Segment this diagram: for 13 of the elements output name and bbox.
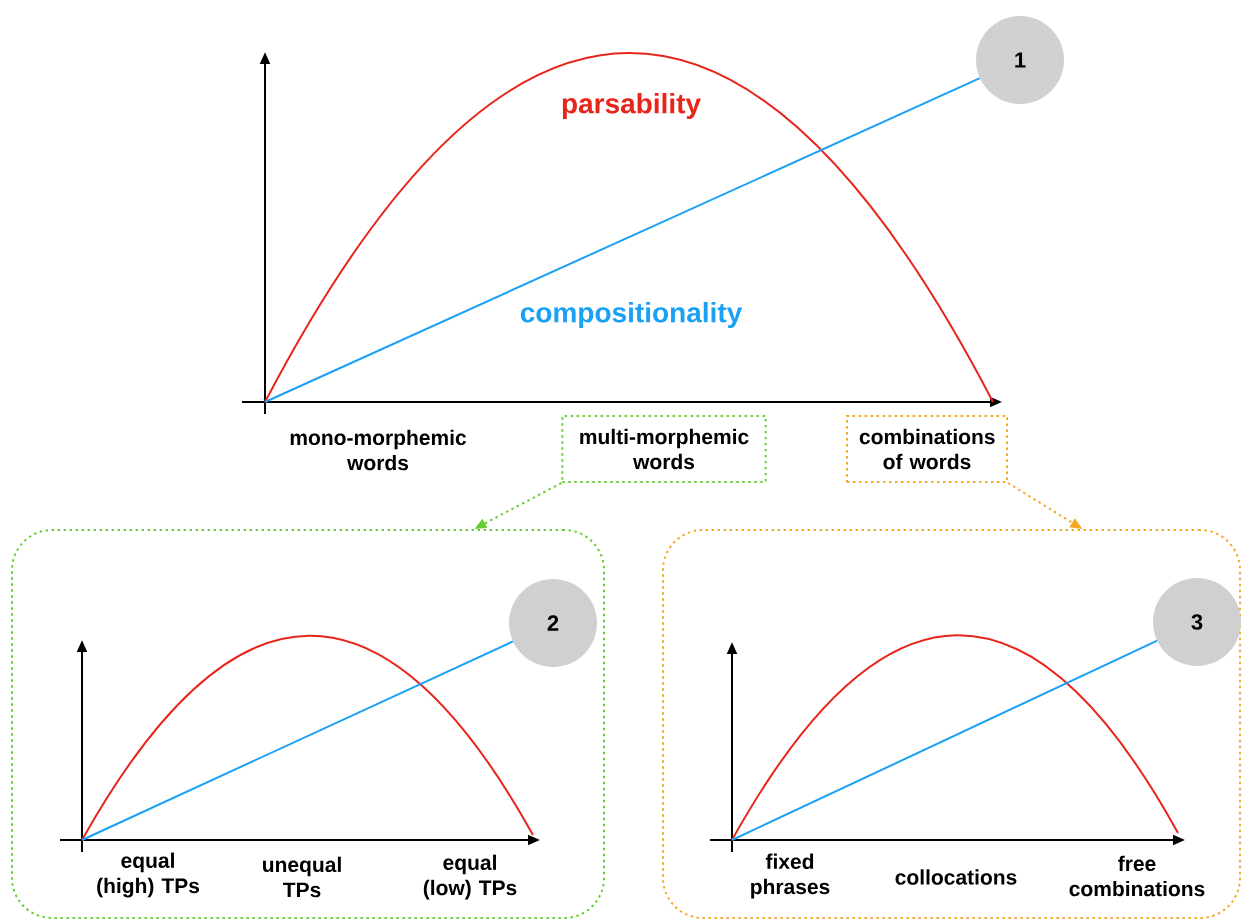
curve-label: compositionality: [520, 301, 743, 329]
axis-label: fixed phrases: [751, 853, 830, 899]
axis-label: equal (low) TPs: [423, 854, 517, 900]
dotted-panel: [11, 529, 605, 919]
curve-label: parsability: [562, 92, 701, 120]
axis-label: unequal TPs: [263, 856, 341, 898]
axis-label: free combinations: [1069, 855, 1205, 897]
axis-label: equal (high) TPs: [97, 852, 200, 898]
dotted-panel: [662, 529, 1241, 919]
axis-label: collocations: [895, 869, 1017, 885]
dotted-box: combinations of words: [846, 415, 1008, 483]
dotted-box: multi-morphemic words: [561, 415, 767, 483]
axis-label: mono-morphemic words: [290, 429, 467, 471]
